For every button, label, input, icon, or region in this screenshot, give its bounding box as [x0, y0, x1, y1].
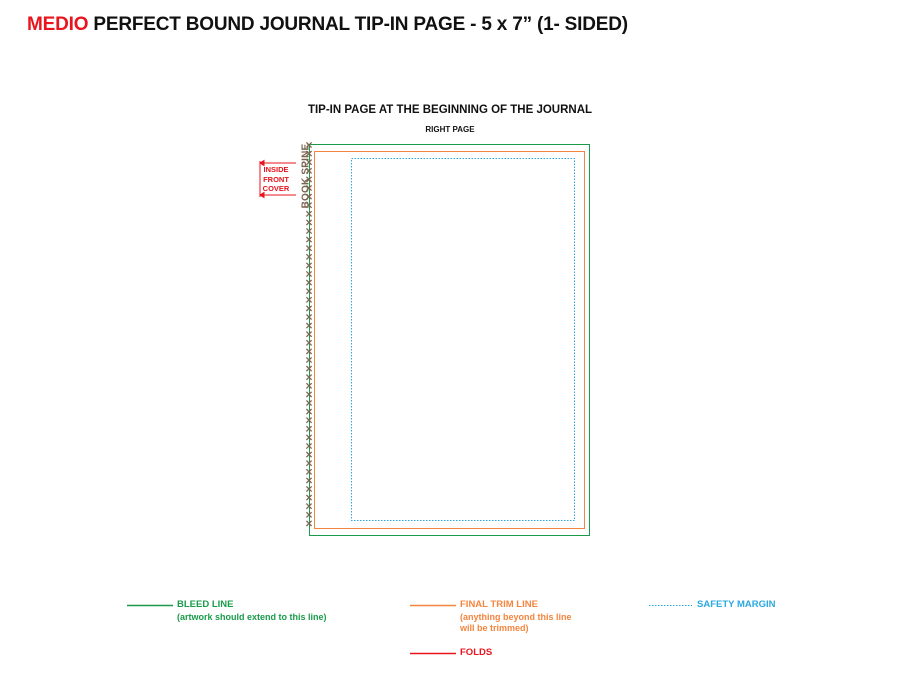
brand-name: MEDIO	[27, 14, 89, 35]
spine-stitch-cross	[305, 460, 313, 467]
spine-stitch-cross	[305, 236, 313, 243]
spine-stitch-cross	[305, 176, 313, 183]
legend-folds-label: FOLDS	[460, 647, 493, 658]
spine-stitch-cross	[305, 425, 313, 432]
title-text: PERFECT BOUND JOURNAL TIP-IN PAGE - 5 x …	[93, 14, 628, 35]
legend-trim-note-line: will be trimmed)	[460, 623, 529, 633]
legend-trim-note-line: (anything beyond this line	[460, 612, 572, 622]
spine-stitch-cross	[305, 391, 313, 398]
spine-stitch-cross	[305, 313, 313, 321]
spine-stitch-cross	[305, 468, 313, 475]
spine-stitch-cross	[305, 339, 313, 346]
spine-stitch-cross	[305, 184, 313, 192]
spine-stitch-cross	[305, 434, 313, 441]
trim-line	[314, 151, 585, 529]
spine-stitch-cross	[305, 477, 313, 484]
spine-stitch-cross	[305, 485, 313, 493]
spine-stitch-cross	[305, 193, 313, 200]
spine-stitch-cross	[305, 202, 313, 209]
inside-cover-line: INSIDE	[263, 165, 289, 174]
spine-stitch-cross	[305, 150, 313, 157]
spine-stitch-cross	[305, 279, 313, 286]
spine-stitch-cross	[305, 399, 313, 407]
legend-bleed-label: BLEED LINE	[177, 599, 234, 610]
spine-stitch-cross	[305, 141, 313, 149]
spine-stitch-cross	[305, 356, 313, 364]
spine-stitch-cross	[305, 503, 313, 510]
legend-trim-note: (anything beyond this line will be trimm…	[460, 612, 572, 634]
spine-stitch-cross	[305, 245, 313, 252]
spine-stitch-marks	[305, 141, 313, 527]
section-title: TIP-IN PAGE AT THE BEGINNING OF THE JOUR…	[307, 104, 593, 116]
page-title: MEDIO PERFECT BOUND JOURNAL TIP-IN PAGE …	[27, 14, 628, 36]
spine-stitch-cross	[305, 253, 313, 260]
inside-cover-marker	[259, 159, 296, 199]
spine-stitch-cross	[305, 511, 313, 518]
spine-stitch-cross	[305, 219, 313, 226]
inside-cover-line: FRONT	[263, 174, 289, 184]
legend-trim-label: FINAL TRIM LINE	[460, 599, 538, 610]
spine-stitch-cross	[305, 167, 313, 174]
safety-margin	[351, 158, 575, 521]
spine-stitch-cross	[305, 227, 313, 235]
spine-stitch-cross	[305, 296, 313, 303]
spine-stitch-cross	[305, 348, 313, 355]
spine-stitch-cross	[305, 408, 313, 415]
spine-stitch-cross	[305, 417, 313, 424]
legend-bleed-note: (artwork should extend to this line)	[177, 612, 327, 622]
spine-stitch-cross	[305, 442, 313, 450]
page-side-label: RIGHT PAGE	[425, 125, 475, 134]
spine-stitch-cross	[305, 520, 313, 527]
spine-stitch-cross	[305, 365, 313, 372]
spine-stitch-cross	[305, 374, 313, 381]
spine-stitch-cross	[305, 270, 313, 278]
spine-stitch-cross	[305, 262, 313, 269]
inside-cover-line: COVER	[262, 184, 290, 193]
spine-stitch-cross	[305, 451, 313, 458]
spine-stitch-cross	[305, 305, 313, 312]
spine-stitch-cross	[305, 288, 313, 295]
bleed-line	[309, 144, 590, 536]
legend-safety-label: SAFETY MARGIN	[697, 599, 776, 610]
spine-stitch-cross	[305, 331, 313, 338]
spine-stitch-cross	[305, 159, 313, 166]
spine-stitch-cross	[305, 210, 313, 217]
inside-front-cover-label: INSIDE FRONT COVER	[258, 165, 294, 194]
spine-stitch-cross	[305, 322, 313, 329]
spine-stitch-cross	[305, 494, 313, 501]
spine-stitch-cross	[305, 382, 313, 389]
